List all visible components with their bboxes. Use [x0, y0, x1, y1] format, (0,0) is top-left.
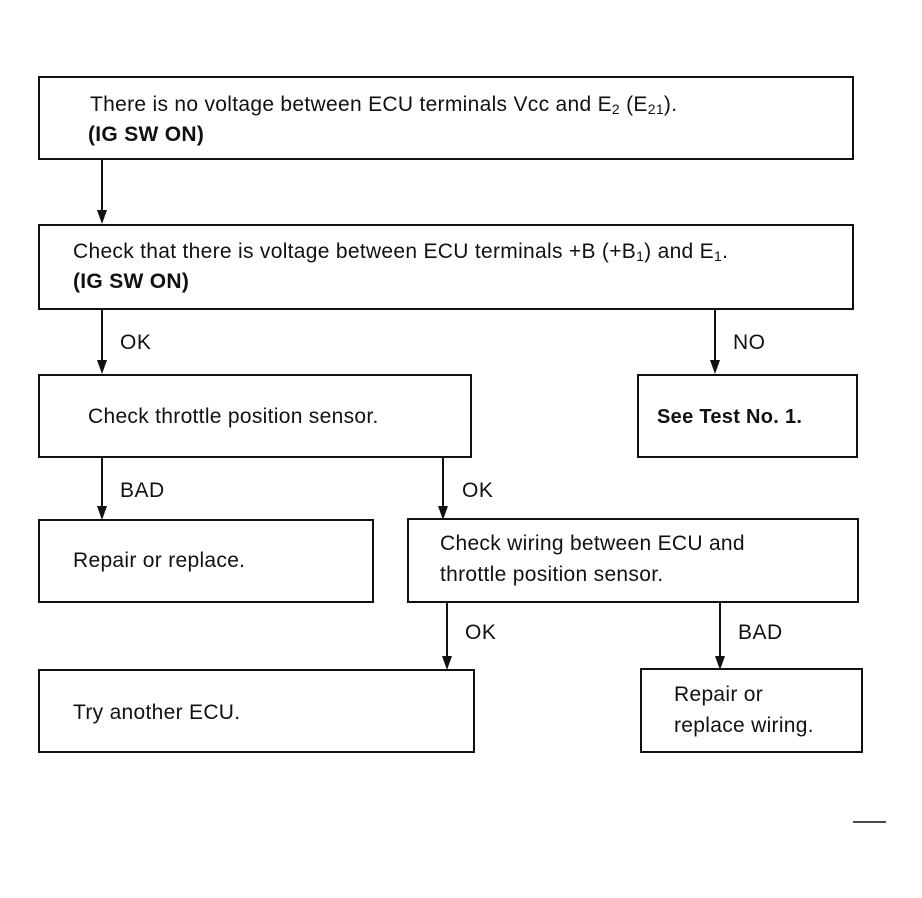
box-check-wiring: Check wiring between ECU and throttle po… [407, 518, 859, 603]
label-no: NO [733, 331, 766, 354]
arrowhead [438, 506, 448, 520]
box-no-voltage-text: There is no voltage between ECU terminal… [90, 93, 678, 117]
box-repair-wiring-line1: Repair or [674, 683, 764, 706]
label-ok: OK [120, 331, 152, 354]
box-repair-replace: Repair or replace. [38, 519, 374, 603]
arrowhead [97, 210, 107, 224]
box-see-test: See Test No. 1. [637, 374, 858, 458]
box-see-test-text: See Test No. 1. [657, 406, 803, 428]
arrowhead [97, 506, 107, 520]
box-repair-replace-text: Repair or replace. [73, 549, 246, 572]
box-check-tps-text: Check throttle position sensor. [88, 405, 379, 428]
arrowhead [715, 656, 725, 670]
box-repair-wiring: Repair or replace wiring. [640, 668, 863, 753]
arrowhead [442, 656, 452, 670]
box-repair-wiring-line2: replace wiring. [674, 714, 814, 737]
box-no-voltage-note: (IG SW ON) [88, 123, 205, 146]
box-no-voltage: There is no voltage between ECU terminal… [38, 76, 854, 160]
label-ok: OK [462, 479, 494, 502]
arrowhead [97, 360, 107, 374]
label-bad: BAD [738, 621, 783, 644]
label-bad: BAD [120, 479, 165, 502]
box-check-wiring-line2: throttle position sensor. [440, 563, 664, 586]
box-check-voltage-note: (IG SW ON) [73, 270, 190, 293]
box-try-another-ecu: Try another ECU. [38, 669, 475, 753]
box-check-voltage-text: Check that there is voltage between ECU … [73, 240, 729, 264]
arrowhead [710, 360, 720, 374]
box-try-another-ecu-text: Try another ECU. [73, 701, 241, 724]
box-check-tps: Check throttle position sensor. [38, 374, 472, 458]
box-check-wiring-line1: Check wiring between ECU and [440, 532, 745, 555]
label-ok: OK [465, 621, 497, 644]
box-check-voltage: Check that there is voltage between ECU … [38, 224, 854, 310]
